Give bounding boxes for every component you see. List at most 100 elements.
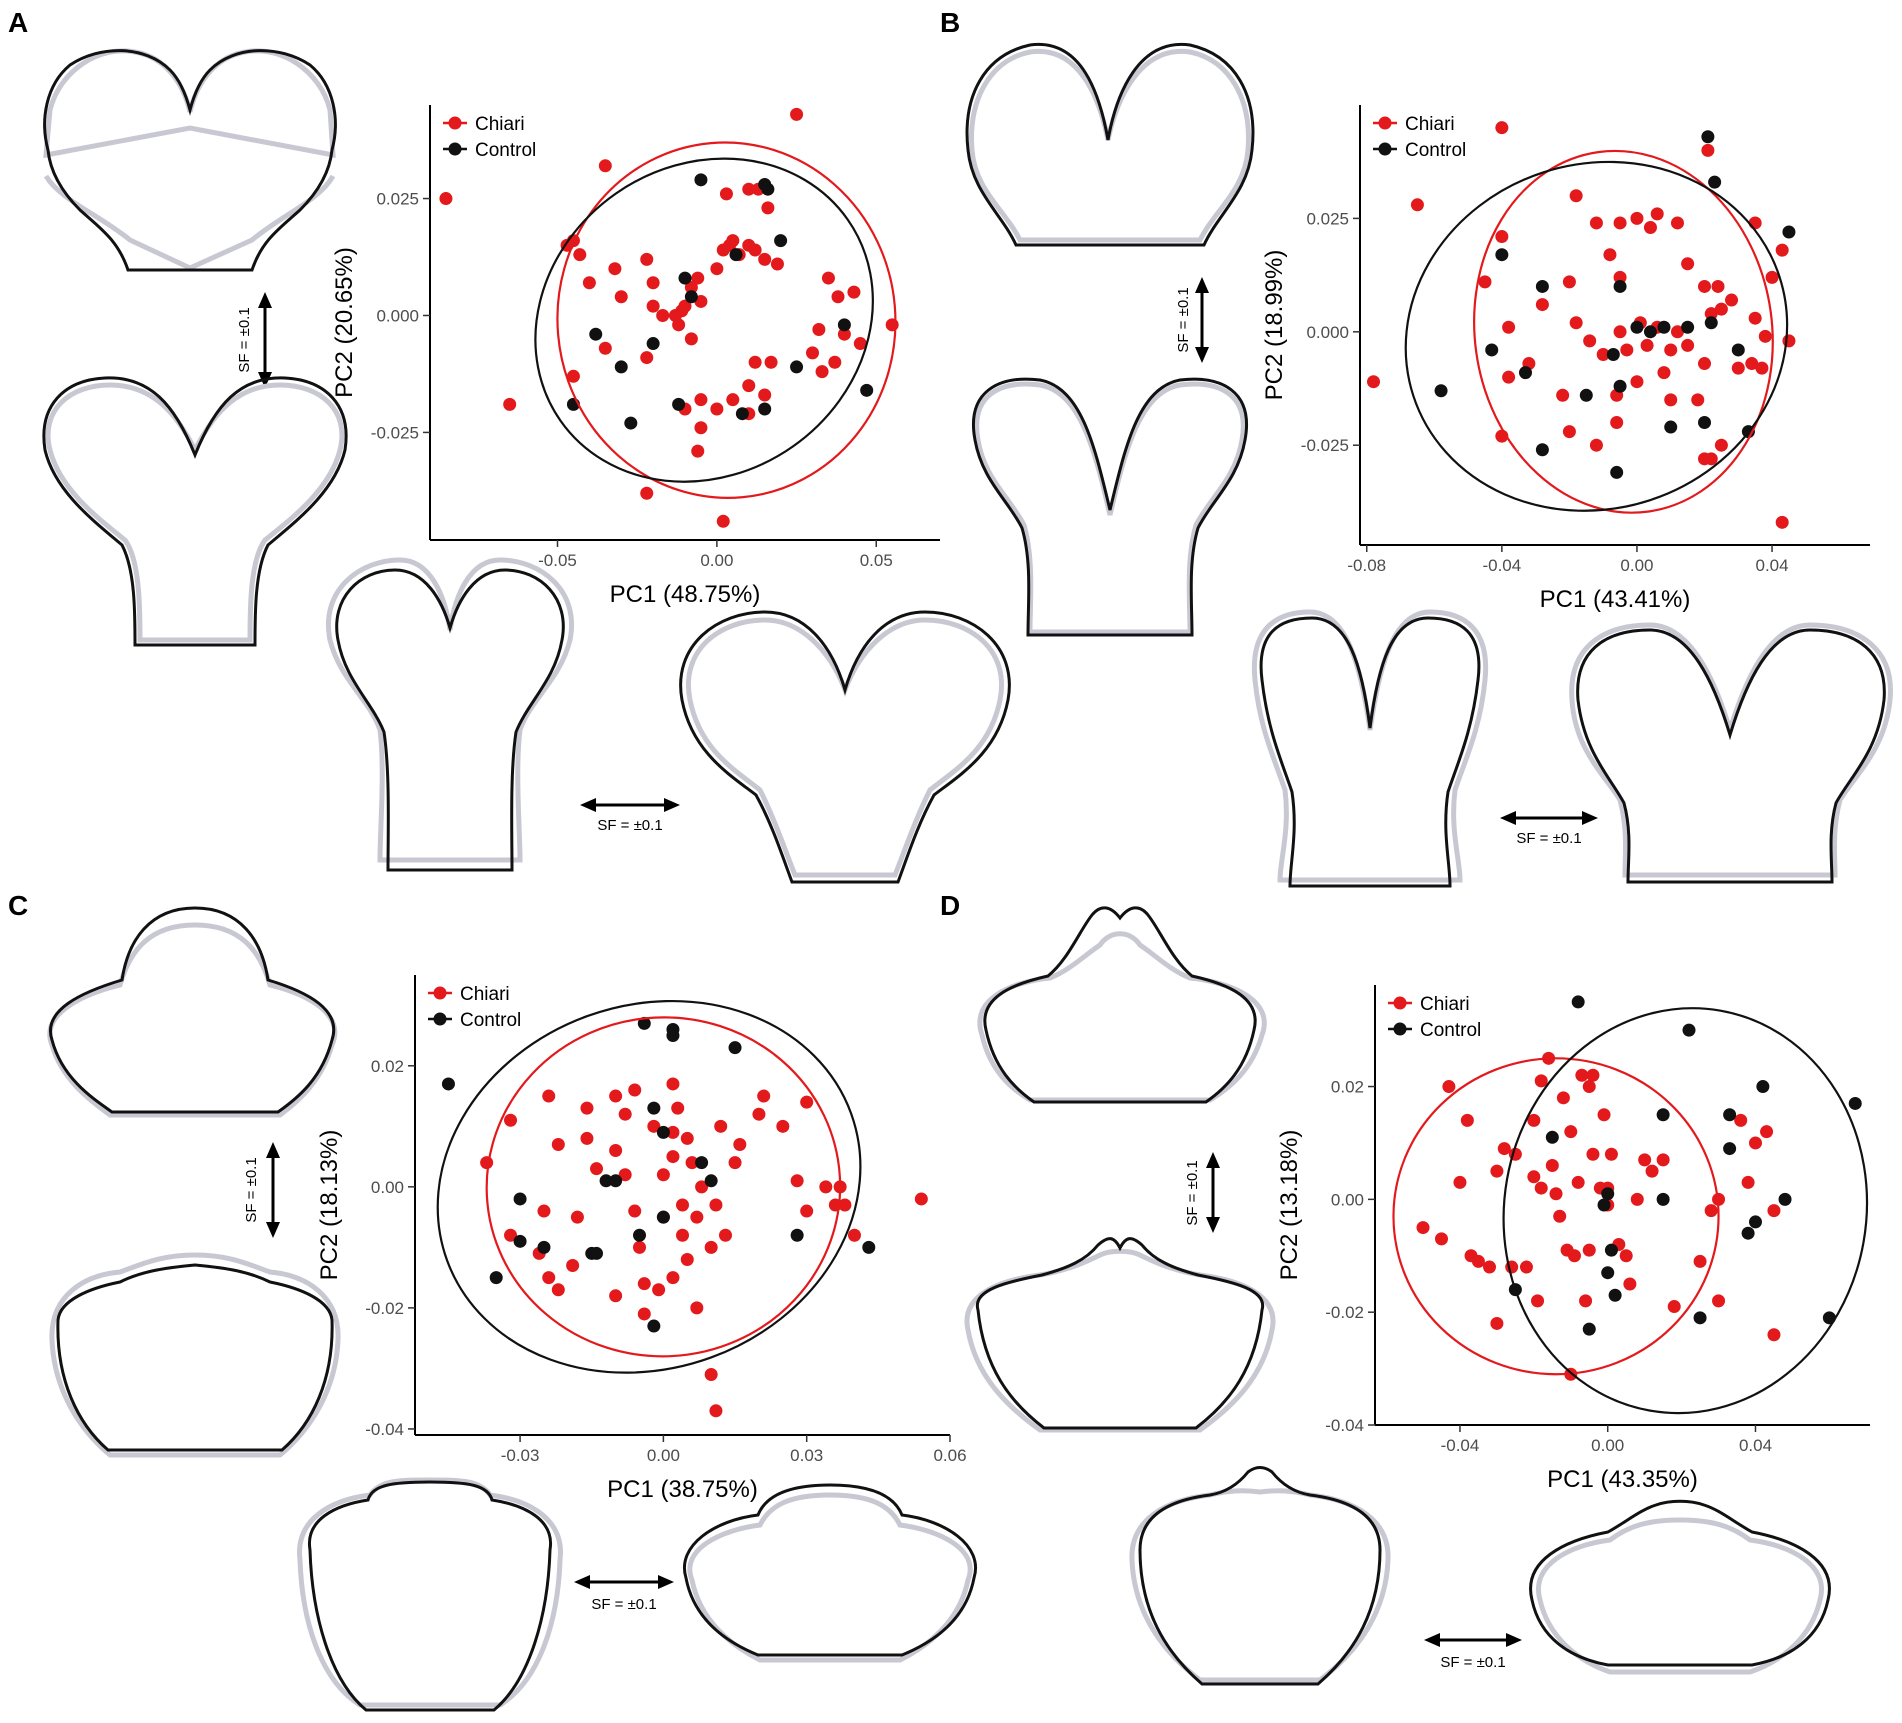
chiari-point	[748, 355, 762, 369]
control-point	[1630, 320, 1644, 334]
chiari-point	[1571, 1175, 1585, 1189]
control-point	[609, 1174, 623, 1188]
chiari-point	[806, 346, 819, 360]
chiari-point	[637, 1307, 651, 1321]
x-axis-title: PC1 (43.41%)	[1540, 586, 1691, 613]
scale-label: SF = ±0.1	[1516, 830, 1581, 847]
x-tick-label: -0.08	[1347, 556, 1386, 575]
chiari-point	[847, 285, 861, 299]
control-point	[1708, 175, 1722, 189]
shape-b-mid	[972, 377, 1248, 637]
control-point	[624, 416, 638, 430]
chiari-point	[666, 1271, 680, 1285]
control-point	[1613, 379, 1627, 393]
chiari-point	[1748, 216, 1762, 230]
y-tick-label: -0.025	[1301, 436, 1349, 455]
panel-letter-a: A	[8, 7, 28, 38]
chiari-ellipse	[556, 141, 897, 499]
chiari-point	[1453, 1175, 1467, 1189]
y-tick-label: 0.00	[1331, 1190, 1364, 1209]
chiari-point	[1613, 270, 1627, 284]
chiari-point	[1471, 1254, 1485, 1268]
chiari-point	[1775, 515, 1789, 529]
chiari-point	[598, 159, 612, 173]
chiari-point	[1562, 425, 1576, 439]
chiari-point	[691, 271, 705, 285]
shape-c-top	[47, 906, 338, 1118]
control-legend-marker	[1393, 1022, 1407, 1036]
scale-label: SF = ±0.1	[1184, 1160, 1201, 1225]
control-point	[790, 1228, 804, 1242]
chiari-point	[1741, 1175, 1755, 1189]
chiari-point	[608, 262, 622, 276]
chiari-point	[742, 379, 756, 393]
chiari-point	[1586, 1147, 1600, 1161]
chiari-point	[1767, 1204, 1781, 1218]
chiari-point	[1579, 1294, 1593, 1308]
control-point	[656, 1210, 670, 1224]
chiari-point	[723, 238, 737, 252]
x-tick-label: 0.06	[933, 1446, 966, 1465]
chiari-point	[1704, 1204, 1718, 1218]
x-tick-label: 0.00	[700, 551, 733, 570]
control-point	[1656, 1108, 1670, 1122]
control-point	[656, 1125, 670, 1139]
chiari-point	[838, 1198, 852, 1212]
chiari-point	[837, 327, 851, 341]
chiari-point	[1681, 338, 1695, 352]
chiari-point	[853, 337, 867, 351]
chiari-point	[1704, 452, 1718, 466]
scale-label: SF = ±0.1	[243, 1157, 260, 1222]
chiari-point	[728, 1156, 742, 1170]
shape-c-mid	[49, 1252, 341, 1458]
chiari-point	[676, 1198, 689, 1212]
chiari-point	[1755, 361, 1769, 375]
x-axis-title: PC1 (48.75%)	[610, 581, 761, 608]
chiari-point	[504, 1228, 518, 1242]
control-point	[1571, 995, 1585, 1009]
chiari-legend-marker	[1378, 116, 1392, 130]
chiari-point	[764, 355, 778, 369]
panel-c: C SF = ±0.1 SF = ±0.1 -0.0	[8, 890, 977, 1712]
chiari-point	[1775, 243, 1789, 257]
x-tick-label: 0.00	[1620, 556, 1653, 575]
chiari-point	[1549, 1187, 1563, 1201]
chiari-point	[646, 276, 660, 290]
y-tick-label: 0.02	[371, 1057, 404, 1076]
control-point	[1582, 1322, 1596, 1336]
chiari-legend-marker	[448, 116, 462, 130]
control-point	[862, 1240, 876, 1254]
chiari-point	[1575, 1068, 1589, 1082]
control-point	[837, 318, 851, 332]
shape-b-top	[965, 42, 1255, 247]
chiari-point	[1434, 1232, 1448, 1246]
y-tick-label: 0.000	[1306, 323, 1349, 342]
chiari-legend-marker	[1393, 996, 1407, 1010]
chiari-point	[609, 1144, 623, 1158]
chiari-point	[1760, 1125, 1774, 1139]
chiari-point	[1643, 220, 1657, 234]
chiari-point	[1586, 1068, 1600, 1082]
chiari-point	[1714, 302, 1728, 316]
control-point	[1535, 279, 1549, 293]
chiari-point	[1748, 311, 1762, 325]
y-tick-label: -0.02	[365, 1299, 404, 1318]
chiari-point	[690, 1301, 704, 1315]
shape-b-bottom-right	[1569, 622, 1893, 884]
x-axis-title: PC1 (38.75%)	[607, 1476, 758, 1503]
control-point	[704, 1174, 718, 1188]
chiari-point	[628, 1204, 642, 1218]
panel-letter-b: B	[940, 7, 960, 38]
chiari-point	[666, 1077, 680, 1091]
control-legend-marker	[433, 1012, 447, 1026]
chiari-point	[1589, 438, 1603, 452]
control-point	[735, 407, 749, 421]
chiari-point	[684, 332, 698, 346]
control-point	[589, 327, 603, 341]
chiari-point	[694, 393, 708, 407]
scale-arrow-c-vertical: SF = ±0.1	[243, 1142, 280, 1238]
chiari-point	[1535, 298, 1549, 312]
chiari-point	[694, 421, 708, 435]
